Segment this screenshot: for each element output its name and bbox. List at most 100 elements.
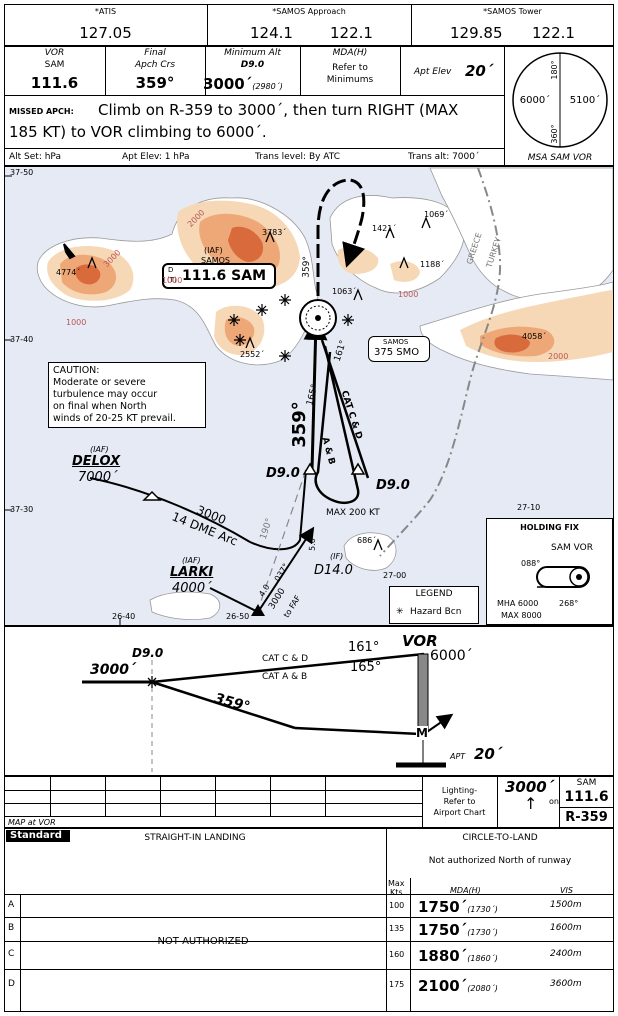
vor-freq: 111.6 (30, 74, 79, 92)
apt-elev-hpa: Apt Elev: 1 hPa (122, 152, 190, 162)
hazard-beacon-icon: ✳ (396, 607, 404, 617)
vis-header: VIS (560, 886, 573, 895)
row-mda-value: 1750´ (418, 897, 468, 916)
greece-turkey-border (379, 167, 502, 557)
final-course-label: 359° (288, 401, 310, 448)
delox-iaf-label: (IAF) (90, 445, 109, 454)
contour-1000-a: 1000 (66, 318, 87, 327)
final-course: 359° (135, 74, 175, 92)
elev-1063: 1063´ (332, 287, 357, 296)
profile-m: M (416, 726, 428, 740)
if-label: (IF) (330, 552, 344, 561)
mda-text-1: Refer to (332, 63, 368, 73)
radial-190 (259, 469, 307, 605)
min-alt-label: Minimum Alt (224, 48, 281, 58)
category-b: B (8, 923, 15, 933)
row-mda: 2100´(2080´) (418, 976, 498, 995)
samos-name: SAMOS (201, 256, 230, 265)
ma-altitude: 3000´ (505, 778, 555, 796)
holding-088: 088° (521, 559, 541, 568)
radial-359-top: 359° (301, 255, 313, 279)
samos-iaf-label: (IAF) (204, 246, 223, 255)
south-island (343, 532, 397, 571)
atis-freq: 127.05 (79, 24, 132, 42)
approach-label: *SAMOS Approach (272, 7, 346, 16)
larki-fix (251, 604, 265, 616)
row-mda-height: (2080´) (467, 983, 498, 993)
profile-vor: VOR (402, 632, 438, 650)
ma-freq: 111.6 (564, 789, 609, 805)
delox-fix (142, 490, 162, 501)
lon-27-10: 27-10 (517, 503, 541, 512)
row-vis: 3600m (550, 978, 582, 989)
ma-climb-arrow-icon: ↑ (524, 794, 538, 813)
max-200-label: MAX 200 KT (326, 508, 380, 518)
standard-label: Standard (10, 830, 62, 841)
profile-165: 165° (350, 660, 382, 675)
peak-arrow (63, 243, 76, 260)
southwest-island (149, 591, 221, 620)
missed-approach-label: MISSED APCH: (9, 107, 74, 116)
final-label-1: Final (144, 48, 166, 58)
elev-1188: 1188´ (420, 260, 445, 269)
elev-686: 686´ (357, 536, 377, 545)
lat-37-40: 37-40 (10, 335, 34, 344)
trans-level: Trans level: By ATC (255, 152, 341, 162)
circle-title: CIRCLE-TO-LAND (462, 833, 538, 843)
missed-approach-track (316, 178, 366, 296)
contour-1000-b: 1000 (162, 276, 183, 285)
circle-note: Not authorized North of runway (428, 856, 572, 866)
standard-tab (6, 830, 70, 842)
mda-text-2: Minimums (326, 75, 374, 85)
contour-1000-c: 1000 (398, 290, 419, 299)
profile-cat-cd: CAT C & D (262, 654, 309, 664)
lighting-line-2: Refer to (443, 797, 476, 806)
alt-set: Alt Set: hPa (9, 152, 61, 162)
holding-track (314, 345, 360, 504)
profile-apt-elev: 20´ (474, 745, 503, 763)
legend-box: LEGEND ✳ Hazard Bcn (389, 586, 479, 624)
profile-diagram (82, 652, 454, 772)
elev-4058: 4058´ (522, 332, 547, 341)
holding-pattern (536, 566, 590, 588)
lon-27-00: 27-00 (383, 571, 407, 580)
row-kts: 175 (389, 979, 405, 989)
d9-left-fix (302, 462, 318, 475)
row-mda: 1880´(1860´) (418, 946, 498, 965)
vor-label: VOR (44, 48, 65, 58)
minimums-table (4, 828, 614, 1012)
profile-cat-ab: CAT A & B (262, 672, 308, 682)
row-vis: 1600m (550, 923, 582, 933)
obstacles (87, 216, 431, 551)
larki-iaf-label: (IAF) (182, 556, 201, 565)
map-at-vor: MAP at VOR (8, 818, 56, 827)
delox-altitude: 7000´ (78, 470, 118, 485)
larki-track (209, 587, 259, 613)
vor-name: SAM (44, 60, 65, 70)
approach-freq-2: 122.1 (330, 24, 373, 42)
msa-alt-east: 5100´ (570, 94, 600, 106)
profile-view (4, 626, 614, 776)
caution-box: CAUTION: Moderate or severe turbulence m… (48, 362, 206, 428)
elev-3783: 3783´ (262, 228, 287, 237)
legend-item: Hazard Bcn (410, 607, 462, 617)
max-kts-label-2: Kts (390, 888, 403, 897)
mda-label: MDA(H) (332, 48, 368, 58)
contour-2000-b: 2000 (548, 352, 569, 361)
d9-right-label: D9.0 (376, 478, 410, 493)
elev-1069: 1069´ (424, 210, 449, 219)
larki-altitude: 4000´ (172, 581, 212, 596)
approach-freq-1: 124.1 (250, 24, 293, 42)
leg-5-0: 5.0 (307, 537, 318, 552)
mda-h-header: MDA(H) (450, 886, 481, 895)
row-mda-height: (1730´) (467, 904, 498, 914)
min-alt-fix: D9.0 (240, 60, 265, 70)
final-track-359 (303, 316, 328, 471)
row-mda-height: (1860´) (467, 954, 498, 963)
profile-d9: D9.0 (132, 646, 164, 660)
tower-freq-2: 122.1 (532, 24, 575, 42)
msa-bearing-top: 180° (550, 60, 559, 79)
delox-arc-track (89, 469, 307, 551)
msa-diagram: 180° 360° 6000´ 5100´ MSA SAM VOR (512, 52, 608, 163)
max-kts-label-1: Max (388, 879, 405, 888)
